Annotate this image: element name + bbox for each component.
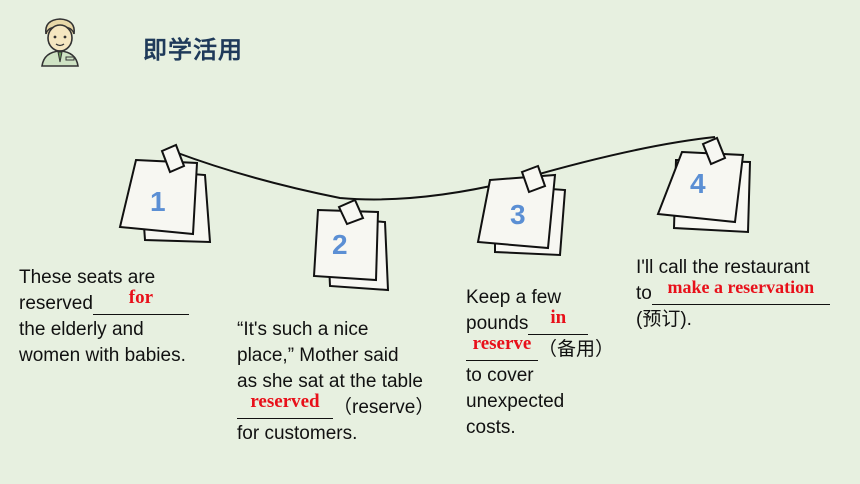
q2-hint: （reserve） xyxy=(333,397,435,418)
q3-line-5: unexpected xyxy=(466,391,565,412)
q3-answer-1: in xyxy=(550,307,567,328)
q3-text-before: pounds xyxy=(466,313,529,334)
q1-blank[interactable]: for xyxy=(92,288,189,315)
note-number-1: 1 xyxy=(150,186,166,217)
q4-blank[interactable]: make a reservation xyxy=(651,277,830,305)
q3-line-2: pounds in xyxy=(466,308,636,337)
q2-line-2: place,” Mother said xyxy=(237,345,399,366)
q2-line-5: for customers. xyxy=(237,423,358,444)
question-4: I'll call the restaurant to make a reserv… xyxy=(636,255,851,333)
q1-text-before: reserved xyxy=(19,293,93,314)
q1-line-3: the elderly and xyxy=(19,319,144,340)
q1-line-2: reserved for xyxy=(19,288,229,317)
q2-line-1: “It's such a nice xyxy=(237,319,369,340)
q2-blank[interactable]: reserved xyxy=(237,392,333,419)
q4-line-3: (预订). xyxy=(636,309,692,330)
note-card-1: 1 xyxy=(118,143,212,244)
q3-line-3: reserve （备用） xyxy=(466,334,636,363)
q1-line-4: women with babies. xyxy=(19,345,186,366)
teacher-avatar-icon xyxy=(41,18,79,67)
q1-line-1: These seats are xyxy=(19,267,156,288)
q4-text-before: to xyxy=(636,283,652,304)
question-3: Keep a few pounds in reserve （备用） to cover… xyxy=(466,285,636,441)
q2-line-3: as she sat at the table xyxy=(237,371,423,392)
q1-answer: for xyxy=(128,287,154,308)
q4-answer: make a reservation xyxy=(667,277,815,297)
note-card-4: 4 xyxy=(656,136,752,234)
q3-blank-1[interactable]: in xyxy=(528,308,589,335)
note-number-4: 4 xyxy=(690,168,706,199)
note-number-2: 2 xyxy=(332,229,348,260)
question-1: These seats are reserved for the elderly … xyxy=(19,265,229,369)
note-number-3: 3 xyxy=(510,199,526,230)
q3-line-4: to cover xyxy=(466,365,534,386)
q2-line-4: reserved （reserve） xyxy=(237,392,457,421)
note-card-3: 3 xyxy=(476,164,567,257)
q3-line-6: costs. xyxy=(466,417,516,438)
note-card-2: 2 xyxy=(312,198,390,292)
question-2: “It's such a nice place,” Mother said as… xyxy=(237,317,457,447)
page-title: 即学活用 xyxy=(143,36,243,64)
q3-line-1: Keep a few xyxy=(466,287,562,308)
q2-answer: reserved xyxy=(250,391,320,412)
q3-blank-2[interactable]: reserve xyxy=(466,334,538,361)
q3-answer-2: reserve xyxy=(472,333,532,354)
q4-line-1: I'll call the restaurant xyxy=(636,257,810,278)
q4-line-2: to make a reservation xyxy=(636,277,851,307)
q3-hint: （备用） xyxy=(538,339,615,360)
